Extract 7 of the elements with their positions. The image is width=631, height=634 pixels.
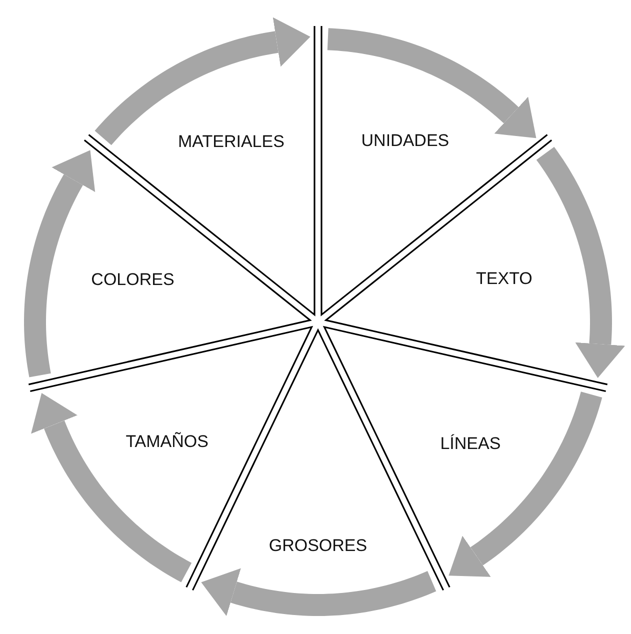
segment-label: UNIDADES [361,130,450,151]
segment-label: MATERIALES [178,132,284,152]
segment-label: TAMAÑOS [126,432,208,452]
segment-label: GROSORES [268,536,368,556]
segment-label: LÍNEAS [440,434,501,454]
segment-label: TEXTO [476,269,532,290]
segment-label: COLORES [91,270,174,290]
